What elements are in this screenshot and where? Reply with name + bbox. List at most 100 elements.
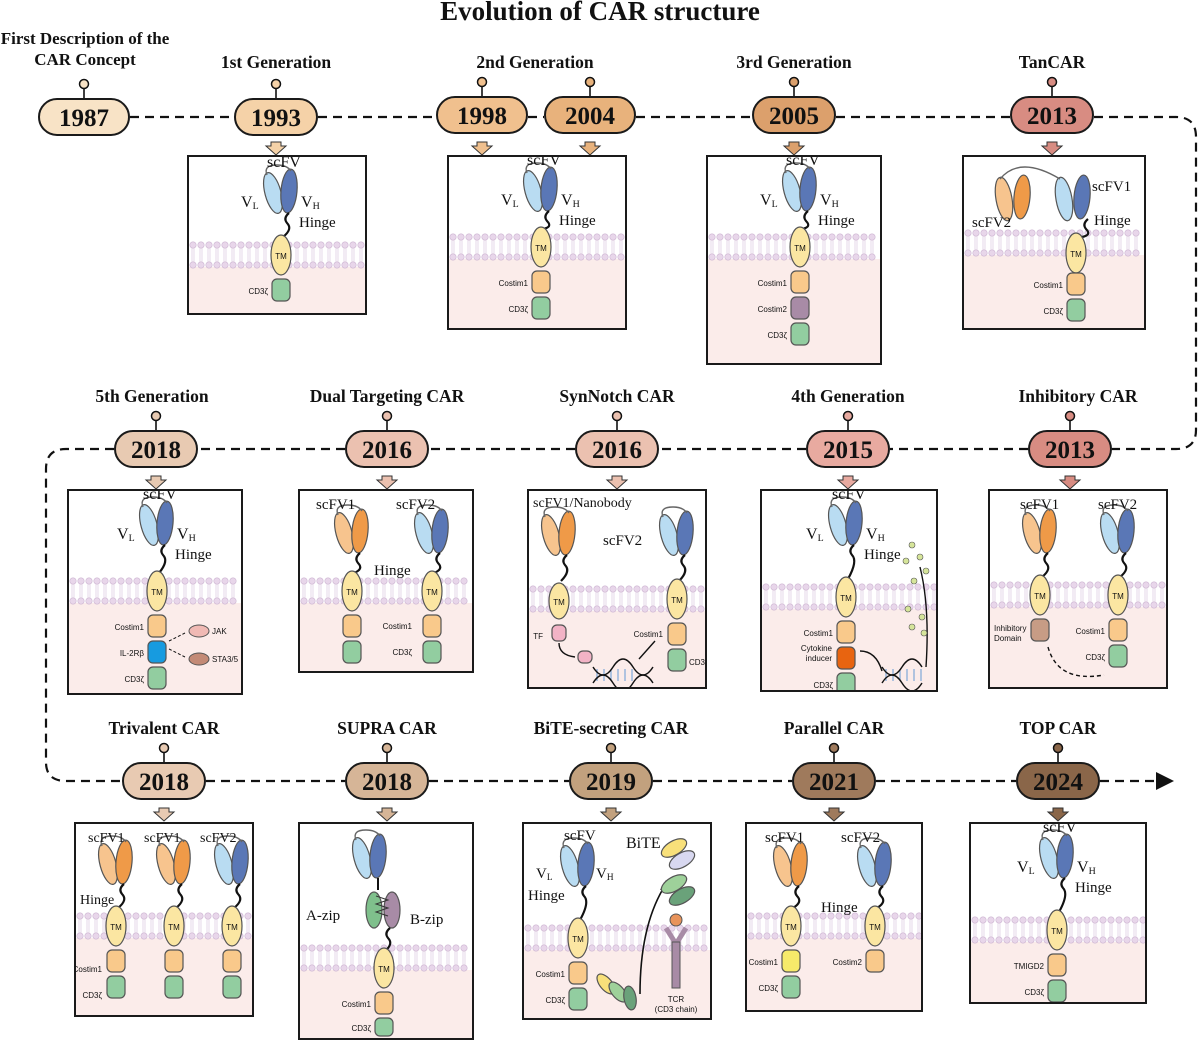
lipid-head bbox=[420, 944, 428, 952]
lipid-head bbox=[649, 585, 657, 593]
lipid-head bbox=[1150, 581, 1158, 589]
down-arrow-icon bbox=[1040, 141, 1064, 156]
lipid-head bbox=[356, 944, 364, 952]
pin-dot bbox=[1046, 76, 1058, 88]
lipid-head bbox=[1123, 936, 1131, 944]
lipid-head bbox=[724, 253, 732, 261]
lipid-head bbox=[633, 585, 641, 593]
lipid-head bbox=[1004, 249, 1012, 257]
lipid-head bbox=[569, 253, 577, 261]
lipid-head bbox=[972, 229, 980, 237]
lipid-head bbox=[1012, 249, 1020, 257]
lipid-head bbox=[780, 253, 788, 261]
lipid-head bbox=[412, 577, 420, 585]
lipid-head bbox=[349, 241, 357, 249]
cd3z-domain-label: CD3ζ bbox=[545, 996, 565, 1005]
lipid-head bbox=[882, 583, 890, 591]
lipid-head bbox=[189, 597, 197, 605]
lipid-head bbox=[332, 944, 340, 952]
lipid-head bbox=[1027, 936, 1035, 944]
cd3z-domain bbox=[271, 278, 291, 302]
hinge-line bbox=[579, 885, 588, 921]
lipid-head bbox=[748, 253, 756, 261]
lipid-head bbox=[221, 597, 229, 605]
tf-domain bbox=[551, 624, 567, 642]
lipid-head bbox=[764, 253, 772, 261]
tm-label: TM bbox=[168, 923, 180, 932]
cytoplasm-area bbox=[300, 603, 472, 671]
lipid-head bbox=[340, 964, 348, 972]
lipid-head bbox=[866, 603, 874, 611]
lipid-head bbox=[1100, 249, 1108, 257]
lipid-head bbox=[300, 944, 308, 952]
lipid-head bbox=[489, 253, 497, 261]
label-dual-targeting: Dual Targeting CAR bbox=[309, 386, 465, 406]
secretion-arrow bbox=[919, 566, 928, 668]
lipid-head bbox=[444, 944, 452, 952]
lipid-head bbox=[148, 912, 156, 920]
lipid-head bbox=[998, 581, 1006, 589]
lipid-head bbox=[197, 241, 205, 249]
lipid-head bbox=[300, 964, 308, 972]
lipid-head bbox=[585, 585, 593, 593]
lipid-head bbox=[724, 233, 732, 241]
down-arrow-icon bbox=[144, 475, 168, 490]
lipid-head bbox=[755, 912, 763, 920]
costim1-domain bbox=[342, 614, 362, 638]
lipid-head bbox=[173, 577, 181, 585]
lipid-head bbox=[1124, 229, 1132, 237]
lipid-head bbox=[620, 944, 628, 952]
costim1-label: Costim1 bbox=[76, 965, 103, 974]
costim1-domain bbox=[164, 949, 184, 973]
bite-fragment-c bbox=[623, 985, 637, 1011]
cytokine-particle bbox=[910, 577, 918, 585]
timeline-arrowhead bbox=[1156, 772, 1174, 790]
lipid-head bbox=[497, 233, 505, 241]
lipid-head bbox=[851, 932, 859, 940]
lipid-head bbox=[625, 605, 633, 613]
lipid-head bbox=[1052, 249, 1060, 257]
scfv3-vh-domain bbox=[231, 839, 249, 885]
lipid-head bbox=[1075, 936, 1083, 944]
label-supra: SUPRA CAR bbox=[337, 718, 437, 738]
lipid-head bbox=[1139, 936, 1145, 944]
costim2-domain-label: Costim2 bbox=[833, 958, 863, 967]
lipid-head bbox=[747, 932, 755, 940]
lipid-head bbox=[826, 583, 834, 591]
year-pill-2005: 2005 bbox=[752, 96, 836, 134]
lipid-head bbox=[1083, 916, 1091, 924]
zipper-icon bbox=[374, 895, 390, 917]
lipid-head bbox=[324, 577, 332, 585]
lipid-head bbox=[609, 605, 617, 613]
lipid-head bbox=[1011, 936, 1019, 944]
lipid-head bbox=[596, 924, 604, 932]
cytokine-particle bbox=[922, 567, 930, 575]
lipid-head bbox=[708, 253, 716, 261]
il2rb-domain-label: IL-2Rβ bbox=[120, 649, 145, 658]
lipid-head bbox=[617, 585, 625, 593]
linker-loop bbox=[416, 504, 443, 516]
lipid-head bbox=[596, 944, 604, 952]
jak-arrow bbox=[168, 632, 186, 642]
cytokine-particle bbox=[920, 629, 928, 637]
lipid-head bbox=[449, 253, 457, 261]
lipid-head bbox=[1067, 936, 1075, 944]
cd3z-domain bbox=[106, 975, 126, 999]
lipid-head bbox=[979, 916, 987, 924]
lipid-head bbox=[325, 241, 333, 249]
lipid-head bbox=[652, 944, 660, 952]
lipid-head bbox=[333, 241, 341, 249]
pin-dot bbox=[584, 76, 596, 88]
lipid-head bbox=[802, 603, 810, 611]
lipid-head bbox=[1036, 229, 1044, 237]
cd3z-domain bbox=[790, 322, 810, 346]
lipid-head bbox=[844, 253, 852, 261]
hinge-line bbox=[1081, 218, 1090, 239]
tm-domain bbox=[1107, 574, 1129, 616]
lipid-head bbox=[890, 583, 898, 591]
lipid-head bbox=[1006, 601, 1014, 609]
lipid-head bbox=[601, 585, 609, 593]
tm-domain bbox=[146, 570, 168, 612]
